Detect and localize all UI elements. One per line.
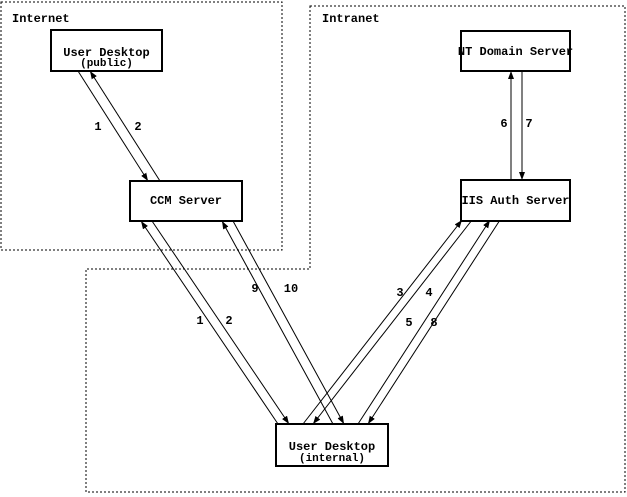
edges: 1 2 1 2 9 10 3 4 5 8 6 7 [77,70,533,425]
zone-internet-label: Internet [12,12,70,26]
edge-label-internal-3: 3 [396,286,403,300]
node-iis-auth-server: IIS Auth Server [460,179,571,222]
edge-internal-5 [357,219,491,425]
edge-label-internal-2: 2 [225,314,232,328]
edge-internal-4 [312,219,473,425]
node-user-desktop-public-subtitle: (public) [80,58,133,70]
edge-internal-1 [140,220,279,425]
edge-label-internal-1: 1 [196,314,203,328]
node-nt-domain-server-title: NT Domain Server [458,45,573,59]
node-user-desktop-internal-box [275,423,389,467]
node-ccm-server: CCM Server [129,180,243,222]
edge-label-internal-8: 8 [430,316,437,330]
edge-label-public-1: 1 [94,120,101,134]
edge-label-internal-4: 4 [425,286,432,300]
zone-internet: Internet [0,1,283,251]
node-user-desktop-public-title: User Desktop [63,46,149,60]
edge-label-internal-5: 5 [405,316,412,330]
node-iis-auth-server-title: IIS Auth Server [461,194,569,208]
edge-label-7: 7 [525,117,532,131]
node-user-desktop-public-box [50,29,163,72]
edge-label-6: 6 [500,117,507,131]
node-user-desktop-public: User Desktop (public) [50,29,163,72]
node-ccm-server-box [129,180,243,222]
node-nt-domain-server-box [460,30,571,72]
edge-internal-3 [302,219,463,425]
node-nt-domain-server: NT Domain Server [458,30,573,72]
node-user-desktop-internal-title: User Desktop [289,440,375,454]
edge-internal-8 [367,219,501,425]
zone-intranet-border [85,5,626,493]
edge-internal-2 [151,220,290,425]
node-ccm-server-title: CCM Server [150,194,222,208]
edge-public-2 [89,70,161,182]
edge-internal-10 [232,220,345,425]
edge-internal-9 [221,220,334,425]
zone-internet-border [0,1,283,251]
zone-intranet-label: Intranet [322,12,380,26]
edge-label-internal-10: 10 [284,282,298,296]
node-user-desktop-internal-subtitle: (internal) [299,453,365,465]
edge-label-internal-9: 9 [251,282,258,296]
node-user-desktop-internal: User Desktop (internal) [275,423,389,467]
node-iis-auth-server-box [460,179,571,222]
edge-label-public-2: 2 [134,120,141,134]
edge-public-1 [77,70,149,182]
zone-intranet: Intranet [85,5,626,493]
